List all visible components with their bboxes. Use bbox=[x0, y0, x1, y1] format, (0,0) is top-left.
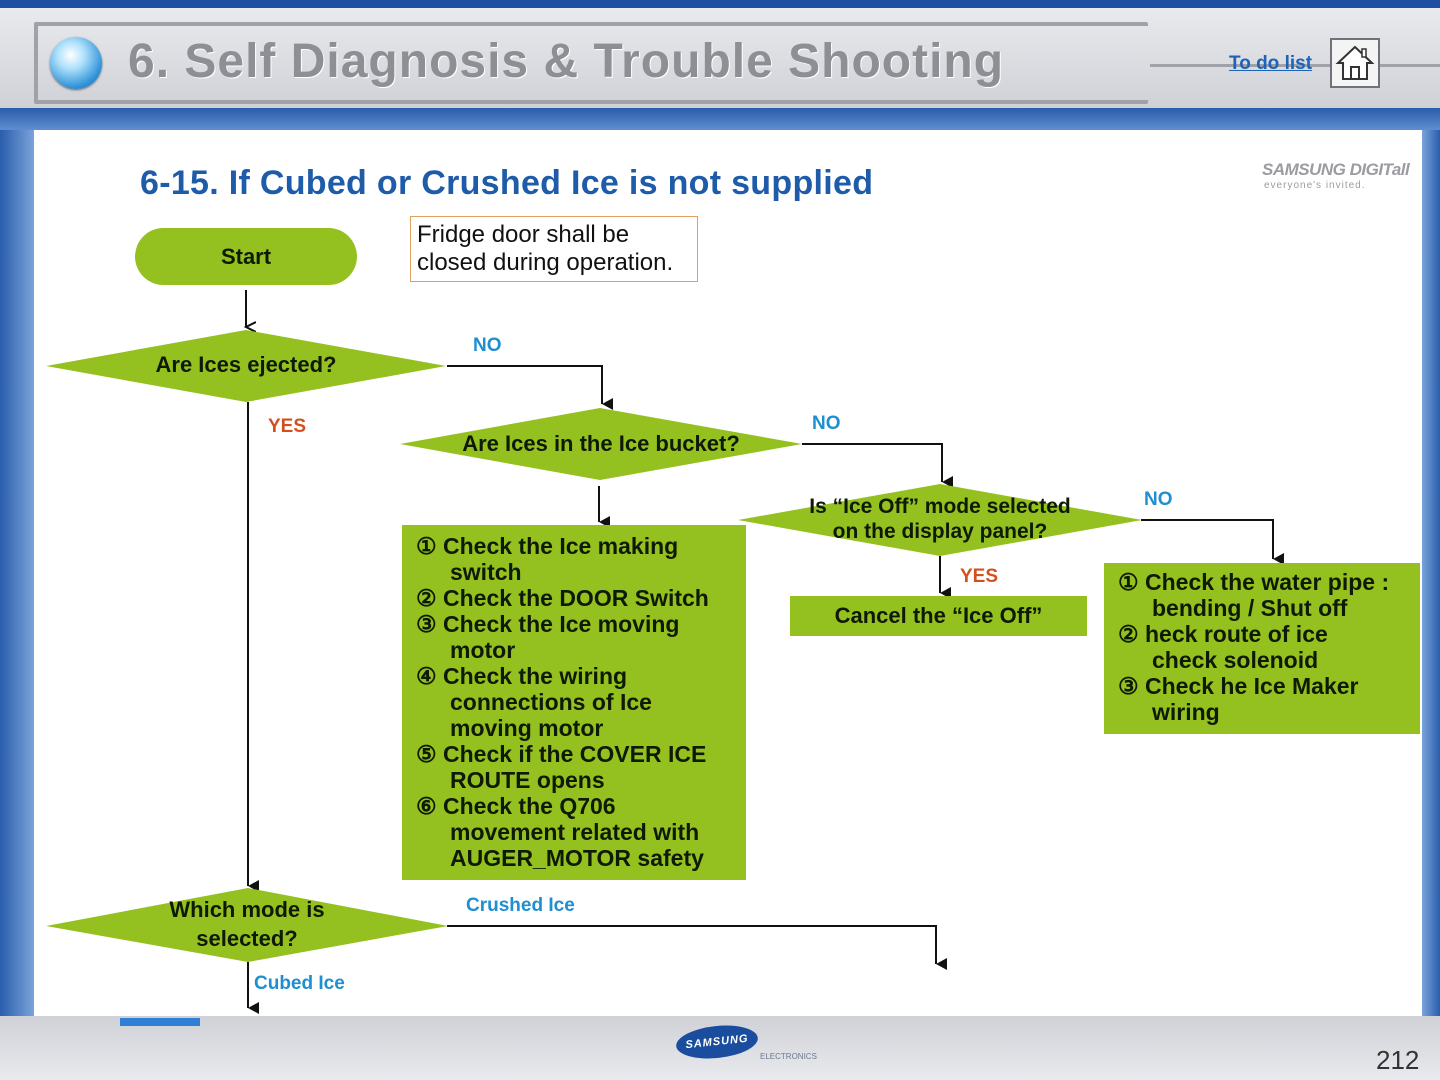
action-box-cancel-ice-off: Cancel the “Ice Off” bbox=[790, 596, 1087, 636]
check-step-line: AUGER_MOTOR safety bbox=[450, 845, 704, 871]
header-title: 6. Self Diagnosis & Trouble Shooting bbox=[128, 35, 1005, 88]
check-step-line: ① Check the Ice making bbox=[416, 533, 679, 559]
check-step-line: check solenoid bbox=[1152, 647, 1319, 673]
decision-q1-shape bbox=[46, 330, 446, 402]
footer-accent bbox=[120, 1018, 200, 1026]
edge-q4-crushed bbox=[447, 925, 947, 970]
samsung-logo-sub: ELECTRONICS bbox=[760, 1052, 817, 1061]
decision-q3-shape bbox=[738, 484, 1142, 556]
check-step-line: connections of Ice bbox=[450, 689, 652, 715]
label-yes-q1: YES bbox=[268, 416, 307, 437]
check-step-line: ⑥ Check the Q706 bbox=[416, 793, 616, 819]
home-button[interactable] bbox=[1330, 38, 1380, 88]
check-step-line: motor bbox=[450, 637, 516, 663]
label-no-q1: NO bbox=[473, 335, 502, 356]
label-cubed-ice: Cubed Ice bbox=[254, 973, 345, 994]
decision-q4-line: Which mode is bbox=[169, 897, 325, 922]
top-accent-bar bbox=[0, 0, 1440, 8]
home-icon bbox=[1335, 45, 1375, 80]
right-blue-band bbox=[1422, 130, 1440, 1020]
label-no-q3: NO bbox=[1144, 489, 1173, 510]
check-step-line: ROUTE opens bbox=[450, 767, 605, 793]
edge-q2-no bbox=[802, 443, 953, 488]
note-line: closed during operation. bbox=[417, 249, 674, 276]
page-number: 212 bbox=[1376, 1045, 1420, 1075]
check-step-line: ② Check the DOOR Switch bbox=[416, 585, 709, 611]
brand-tagline: everyone's invited. bbox=[1264, 180, 1366, 191]
decision-q1-label: Are Ices ejected? bbox=[155, 352, 337, 377]
decision-q2-label: Are Ices in the Ice bucket? bbox=[462, 431, 740, 456]
check-step-line: bending / Shut off bbox=[1152, 595, 1348, 621]
decision-q2-shape bbox=[400, 408, 802, 480]
header-frame bbox=[34, 22, 1148, 104]
check-step-line: wiring bbox=[1152, 699, 1220, 725]
check-step-line: ⑤ Check if the COVER ICE bbox=[416, 741, 707, 767]
label-no-q2: NO bbox=[812, 413, 841, 434]
check-step-line: ① Check the water pipe : bbox=[1118, 569, 1390, 595]
brand-logo: SAMSUNG DIGITall bbox=[1262, 160, 1410, 179]
note-line: Fridge door shall be bbox=[417, 221, 630, 248]
label-yes-q3: YES bbox=[960, 566, 999, 587]
note-box: Fridge door shall be closed during opera… bbox=[410, 216, 698, 282]
decision-q3-line: Is “Ice Off” mode selected bbox=[809, 495, 1071, 518]
blue-band bbox=[0, 108, 1440, 130]
decision-q4-line: selected? bbox=[196, 926, 298, 951]
edge-q3-no bbox=[1141, 519, 1284, 565]
decision-q3-label: Is “Ice Off” mode selected on the displa… bbox=[738, 492, 1142, 546]
decision-q4-label: Which mode is selected? bbox=[46, 894, 452, 954]
check-step-line: switch bbox=[450, 559, 522, 585]
check-step-line: ④ Check the wiring bbox=[416, 663, 628, 689]
check-step-line: ③ Check he Ice Maker bbox=[1118, 673, 1359, 699]
edge-q1-no bbox=[447, 365, 613, 410]
check-step-line: movement related with bbox=[450, 819, 700, 845]
check-step-line: ② heck route of ice bbox=[1118, 621, 1328, 647]
left-blue-band bbox=[0, 130, 34, 1020]
page-heading: 6-15. If Cubed or Crushed Ice is not sup… bbox=[140, 164, 874, 202]
check-step-line: moving motor bbox=[450, 715, 604, 741]
decision-q4-shape bbox=[46, 888, 448, 962]
start-node: Start bbox=[135, 228, 357, 285]
decision-q3-line: on the display panel? bbox=[832, 520, 1048, 543]
todo-list-link[interactable]: To do list bbox=[1229, 53, 1313, 74]
label-crushed-ice: Crushed Ice bbox=[466, 895, 575, 916]
header-stripe bbox=[1150, 64, 1440, 67]
check-step-line: ③ Check the Ice moving bbox=[416, 611, 680, 637]
header-orb-icon bbox=[50, 37, 102, 89]
action-box-water-pipe: ① Check the water pipe :bending / Shut o… bbox=[1104, 563, 1420, 734]
